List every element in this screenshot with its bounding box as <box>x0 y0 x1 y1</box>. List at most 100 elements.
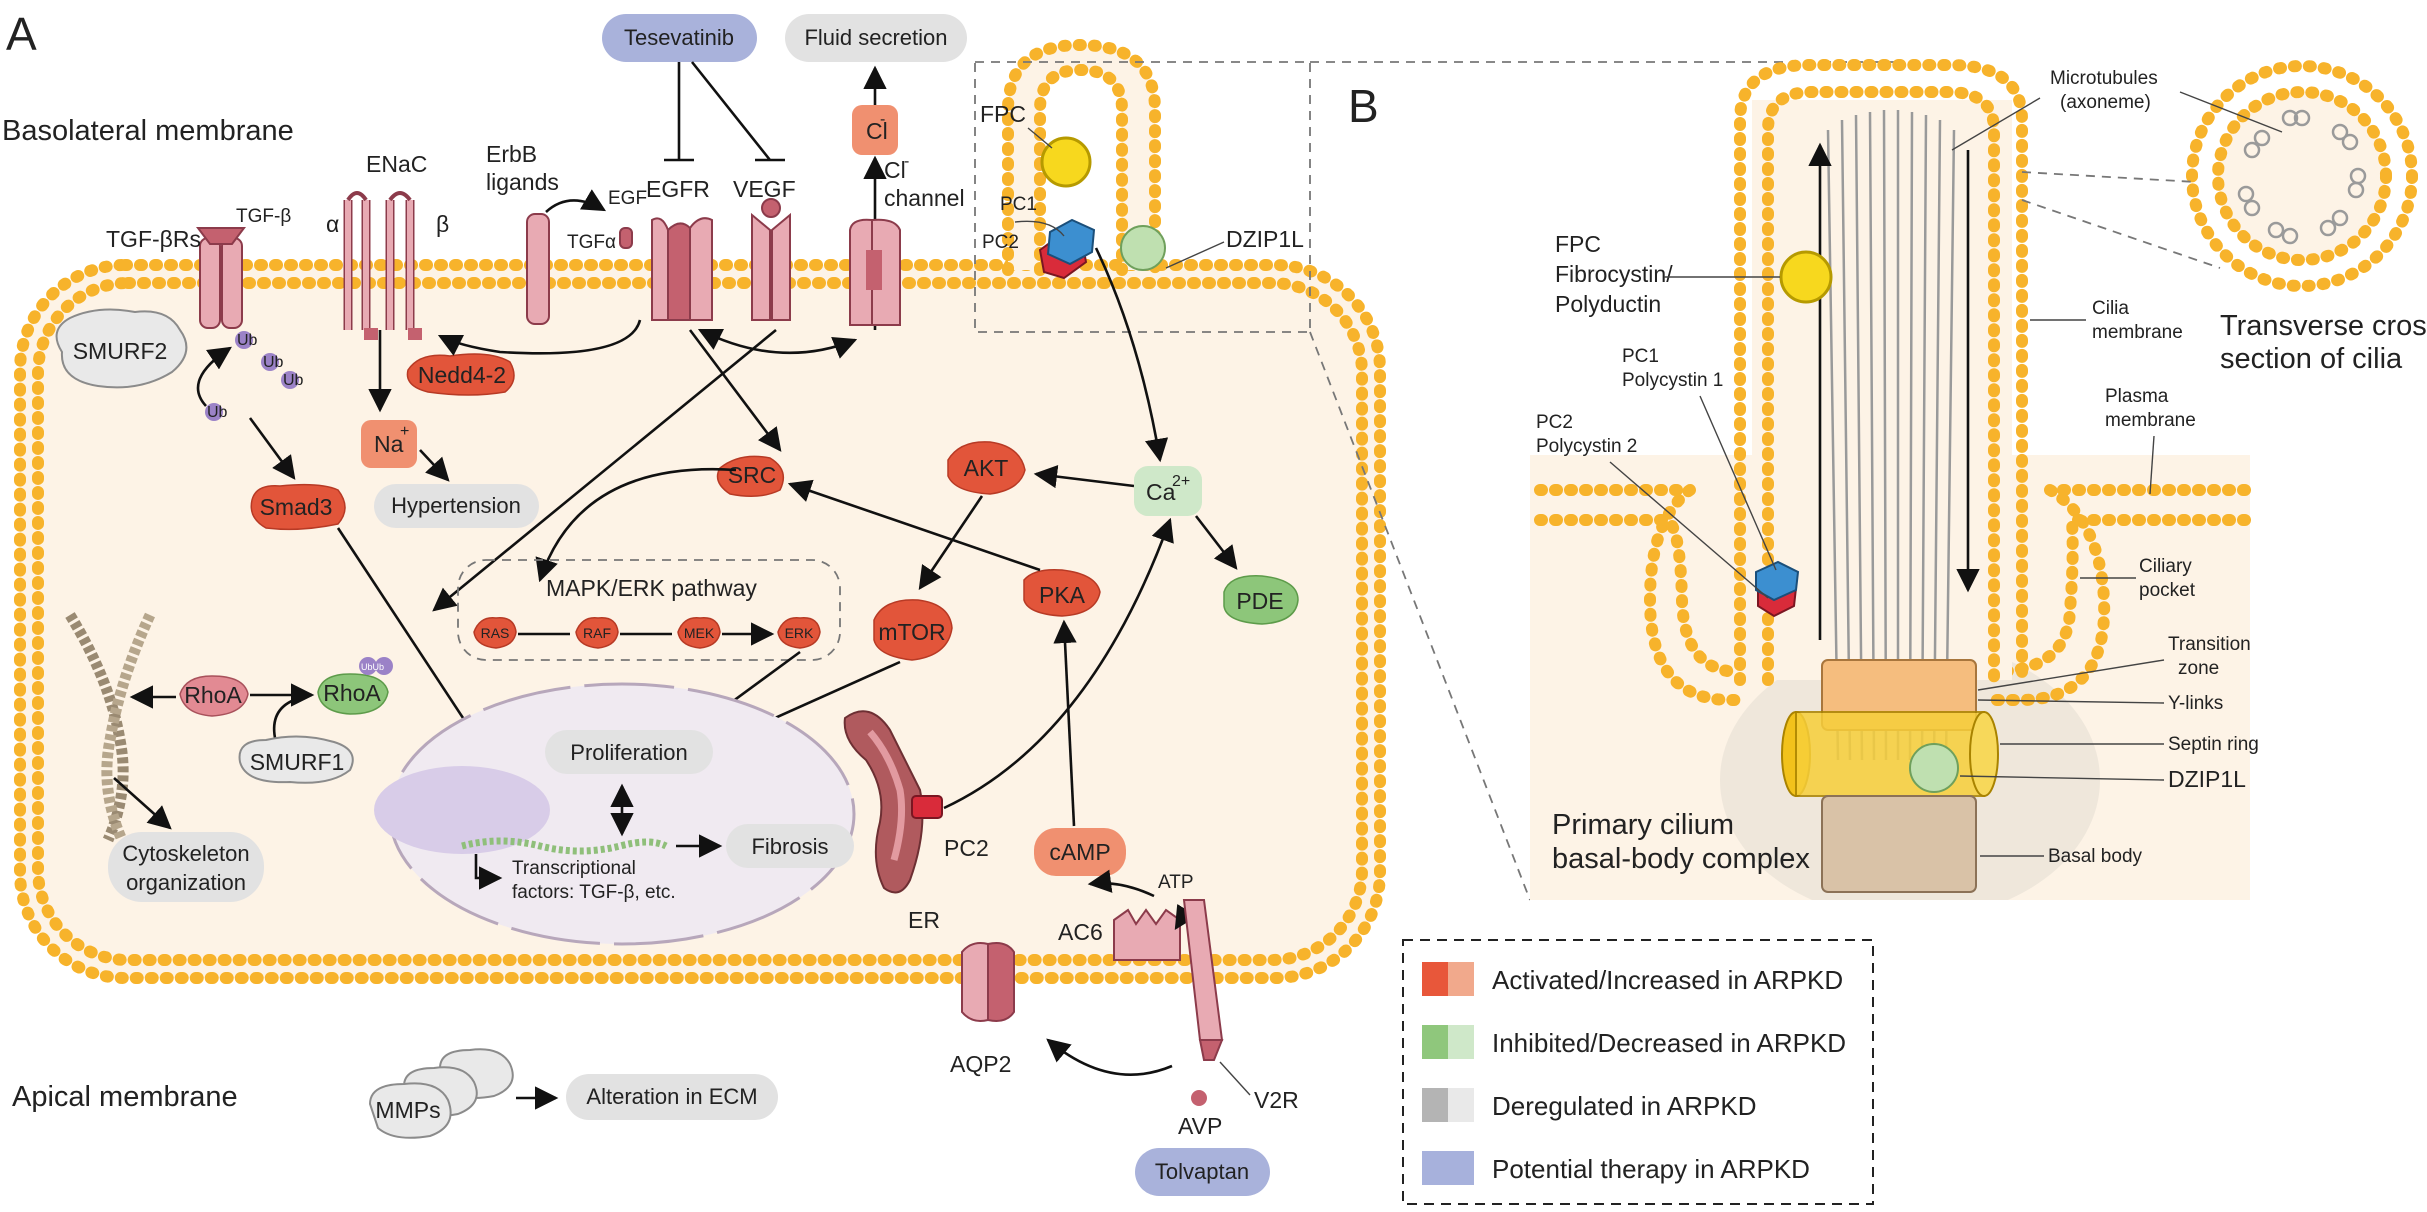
fpc-label-a: FPC <box>980 101 1026 127</box>
pka-label: PKA <box>1039 582 1086 608</box>
legend-item-activated: Activated/Increased in ARPKD <box>1422 962 1843 996</box>
mmps-label: MMPs <box>375 1097 440 1123</box>
pc2-label-a: PC2 <box>982 232 1019 253</box>
erbb-label-2: ligands <box>486 169 559 195</box>
akt-label: AKT <box>964 455 1009 481</box>
microtubules-leader-xs <box>2179 91 2283 133</box>
tesevatinib-inhibits-egfr <box>664 62 694 162</box>
transition-zone-label-2: zone <box>2178 658 2219 679</box>
chloride-sup: - <box>880 111 885 128</box>
rhoa-ubub-label: UbUb <box>361 662 384 672</box>
pc1-label-a: PC1 <box>1000 194 1037 215</box>
pc2-leader-b <box>1609 461 1769 599</box>
fluid-secretion-node: Fluid secretion <box>785 14 967 62</box>
raf-label: RAF <box>583 625 611 641</box>
calcium-sup: 2+ <box>1172 473 1190 490</box>
mtor-label: mTOR <box>878 619 945 645</box>
akt-to-mtor-arrow <box>918 495 984 590</box>
fibrosis-label: Fibrosis <box>751 834 828 859</box>
smurf2-ubiquitination-arrow <box>196 346 232 407</box>
v2r-leader <box>1219 1061 1251 1096</box>
cl-channel-label-1: Cl <box>884 157 906 183</box>
calcium-label: Ca <box>1146 479 1176 505</box>
rhoa-node: RhoA <box>179 675 249 717</box>
zoom-guide-bottom <box>1309 331 1531 901</box>
erk-label: ERK <box>785 625 814 641</box>
mek-node: MEK <box>677 617 721 649</box>
v2r-label: V2R <box>1254 1087 1299 1113</box>
dzip1l-protein-b <box>1909 743 1959 793</box>
chloride-node: Cl - <box>852 105 898 155</box>
na-to-hypertension-arrow <box>419 449 450 482</box>
ub-1: Ub <box>237 332 258 349</box>
cl-channel-label-2: channel <box>884 185 965 211</box>
axoneme-microtubules <box>1826 109 1956 761</box>
ub-4: Ub <box>207 404 228 421</box>
atp-to-camp-arrow <box>1087 869 1155 898</box>
dzip1l-label-a: DZIP1L <box>1226 226 1304 252</box>
pka-to-src-arrow <box>787 479 1041 572</box>
smurf1-node: SMURF1 <box>238 735 354 784</box>
legend-item-deregulated: Deregulated in ARPKD <box>1422 1088 1756 1122</box>
tf-label-2: factors: TGF-β, etc. <box>512 882 676 903</box>
camp-node: cAMP <box>1034 828 1126 876</box>
tolvaptan-node: Tolvaptan <box>1135 1148 1270 1196</box>
ubiquitin-chain: Ub Ub Ub Ub <box>205 331 304 421</box>
microtubules-label-2: (axoneme) <box>2060 92 2151 113</box>
vegf-label: VEGF <box>733 176 796 202</box>
fpc-label-b-2: Fibrocystin/ <box>1555 261 1673 287</box>
nedd42-label: Nedd4-2 <box>418 362 506 388</box>
cilia-membrane-label-1: Cilia <box>2092 298 2129 319</box>
pc2-to-ca-arrow <box>943 517 1174 810</box>
smurf1-to-rhoa-line <box>272 698 295 739</box>
egfr-receptor <box>651 217 713 321</box>
dna-strand <box>461 837 668 855</box>
erbb-to-egf-arrow <box>545 189 607 213</box>
legend-swatch-activated-b <box>1448 962 1474 996</box>
pc1-label-b-1: PC1 <box>1622 346 1659 367</box>
ras-node: RAS <box>473 617 517 649</box>
transverse-label-2: section of cilia <box>2220 343 2403 375</box>
erbb-label-1: ErbB <box>486 141 537 167</box>
ac6-label: AC6 <box>1058 919 1103 945</box>
y-links-label: Y-links <box>2168 693 2223 714</box>
cytoskeleton-label-1: Cytoskeleton <box>122 841 249 866</box>
basolateral-membrane-label: Basolateral membrane <box>2 115 294 147</box>
proliferation-node: Proliferation <box>545 730 713 774</box>
ecm-label: Alteration in ECM <box>586 1084 757 1109</box>
ca-to-akt-arrow <box>1033 464 1135 489</box>
tgfa-label: TGFα <box>567 232 616 253</box>
mek-label: MEK <box>684 625 715 641</box>
legend-box <box>1402 939 1874 1205</box>
ca-to-pde-arrow <box>1194 515 1238 570</box>
er-label: ER <box>908 907 940 933</box>
mapk-pathway-box <box>457 559 841 661</box>
legend-swatch-inhibited-a <box>1422 1025 1448 1059</box>
egf-label: EGF <box>608 188 647 209</box>
proliferation-label: Proliferation <box>570 740 687 765</box>
vegf-to-ras-arrow <box>432 328 777 612</box>
smad3-node: Smad3 <box>250 483 346 531</box>
mmps-node: MMPs <box>368 1048 514 1139</box>
pc1-label-b-2: Polycystin 1 <box>1622 370 1723 391</box>
transition-zone-leader <box>1977 659 2165 691</box>
cytoskeleton-node: Cytoskeleton organization <box>108 832 264 902</box>
ras-label: RAS <box>481 625 510 641</box>
legend-label-therapy: Potential therapy in ARPKD <box>1492 1154 1810 1184</box>
actin-to-cytoskeleton-arrow <box>113 777 172 830</box>
legend-swatch-deregulated-b <box>1448 1088 1474 1122</box>
legend-swatch-activated-a <box>1422 962 1448 996</box>
endoplasmic-reticulum <box>843 710 943 894</box>
camp-to-pka-arrow <box>1053 619 1077 827</box>
legend-swatch-therapy-a <box>1422 1151 1448 1185</box>
ciliary-pocket-label-1: Ciliary <box>2139 556 2192 577</box>
erbb-ligand <box>526 213 633 325</box>
dzip1l-protein-a <box>1120 225 1166 271</box>
v2r-receptor <box>1182 899 1224 1061</box>
complex-label-1: Primary cilium <box>1552 809 1734 841</box>
septin-ring <box>1781 711 1999 797</box>
actin-filament <box>65 612 155 843</box>
hypertension-node: Hypertension <box>374 484 539 528</box>
chloride-label: Cl <box>866 118 888 144</box>
calcium-node: Ca 2+ <box>1134 466 1202 516</box>
